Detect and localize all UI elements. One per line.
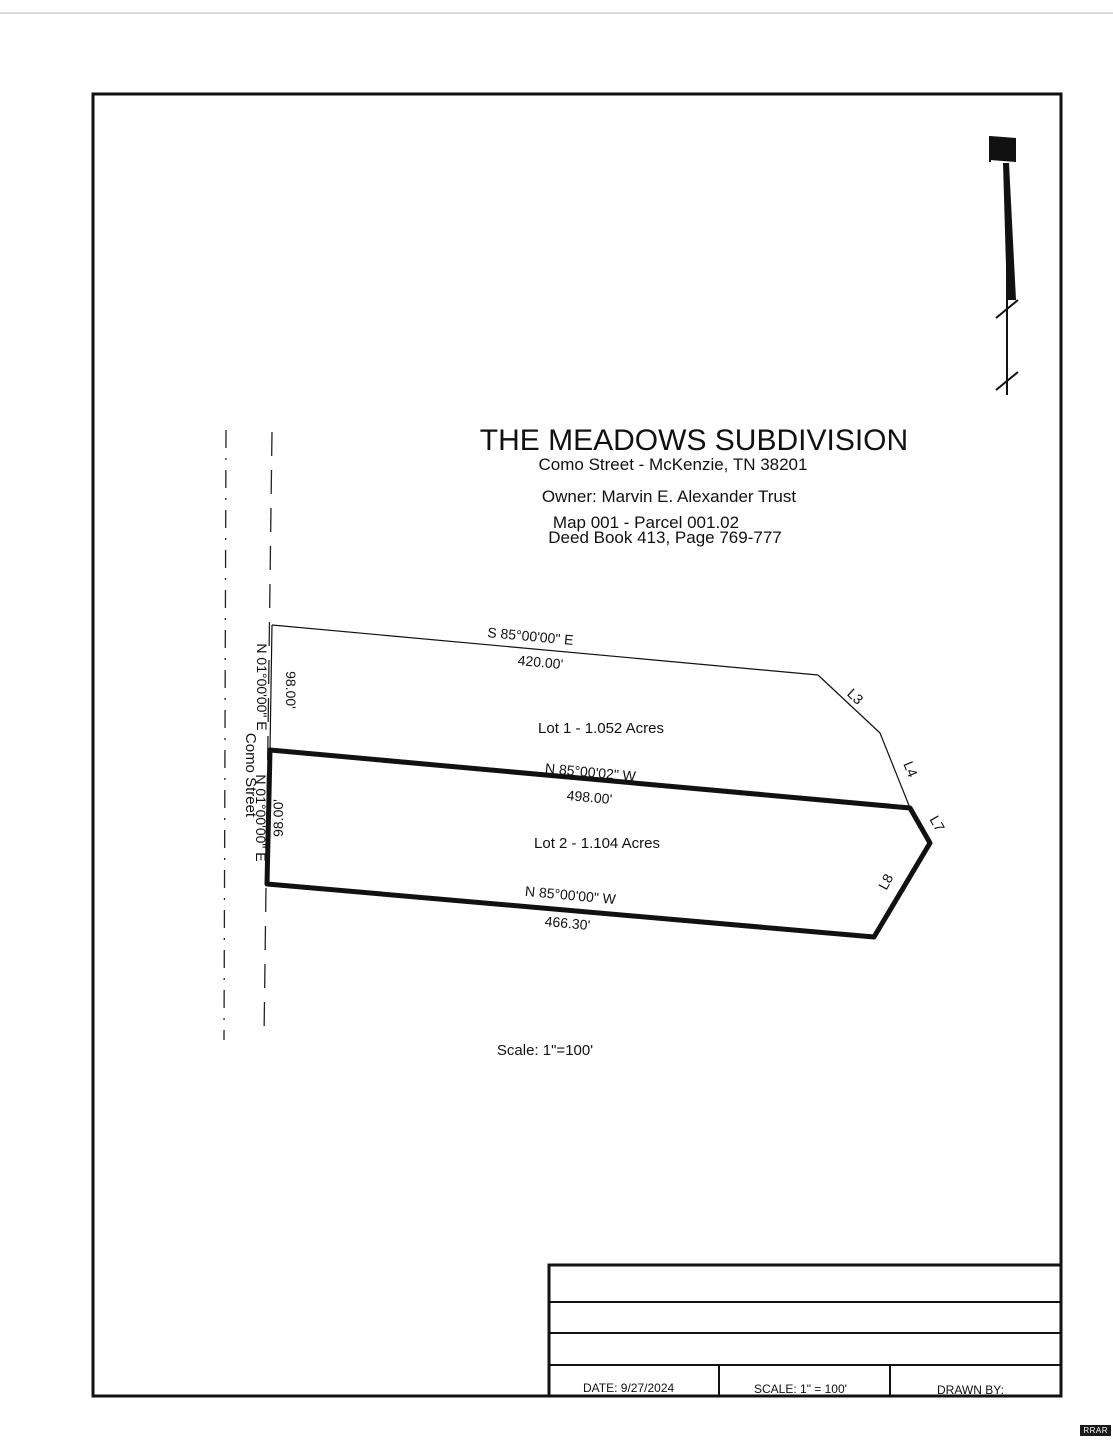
corner-badge: RRAR	[1080, 1425, 1111, 1436]
title-block-drawn-by: DRAWN BY:	[937, 1383, 1004, 1397]
plat-map-parcel: Map 001 - Parcel 001.02	[553, 513, 739, 532]
street-right-of-way	[263, 431, 273, 1039]
west-upper-bearing-label: N 01°00'00" E	[254, 643, 270, 730]
plat-title: THE MEADOWS SUBDIVISION	[480, 424, 908, 457]
title-block-scale: SCALE: 1" = 100'	[754, 1382, 847, 1396]
scan-top-edge	[0, 12, 1113, 14]
south-bearing-label: N 85°00'00" W	[524, 883, 617, 907]
middle-distance-label: 498.00'	[566, 787, 613, 807]
title-block	[547, 1263, 1063, 1398]
sheet-border	[91, 92, 1063, 1398]
line-label-l8: L8	[875, 871, 897, 892]
lot-1-boundary	[269, 624, 911, 809]
west-lower-distance-label: 98.00'	[270, 799, 286, 837]
west-upper-distance-label: 98.00'	[283, 671, 299, 709]
street-label: Como Street	[242, 733, 259, 818]
north-arrow-icon	[989, 136, 1019, 395]
line-label-l4: L4	[900, 759, 921, 780]
south-distance-label: 466.30'	[544, 913, 591, 933]
scale-note: Scale: 1"=100'	[497, 1042, 593, 1059]
plat-owner: Owner: Marvin E. Alexander Trust	[542, 487, 796, 506]
plat-address: Como Street - McKenzie, TN 38201	[539, 455, 808, 474]
lot-2-boundary	[264, 747, 933, 940]
line-label-l3: L3	[844, 685, 866, 707]
line-label-l7: L7	[927, 813, 949, 835]
lot-1-label: Lot 1 - 1.052 Acres	[538, 720, 664, 737]
lot-2-label: Lot 2 - 1.104 Acres	[534, 835, 660, 852]
plat-deed-reference: Deed Book 413, Page 769-777	[548, 528, 781, 547]
street-centerline	[223, 429, 227, 1041]
title-block-date: DATE: 9/27/2024	[583, 1381, 675, 1395]
north-bearing-label: S 85°00'00" E	[487, 624, 575, 648]
north-distance-label: 420.00'	[517, 652, 564, 672]
west-lower-bearing-label: N 01°00'00" E	[253, 774, 269, 861]
